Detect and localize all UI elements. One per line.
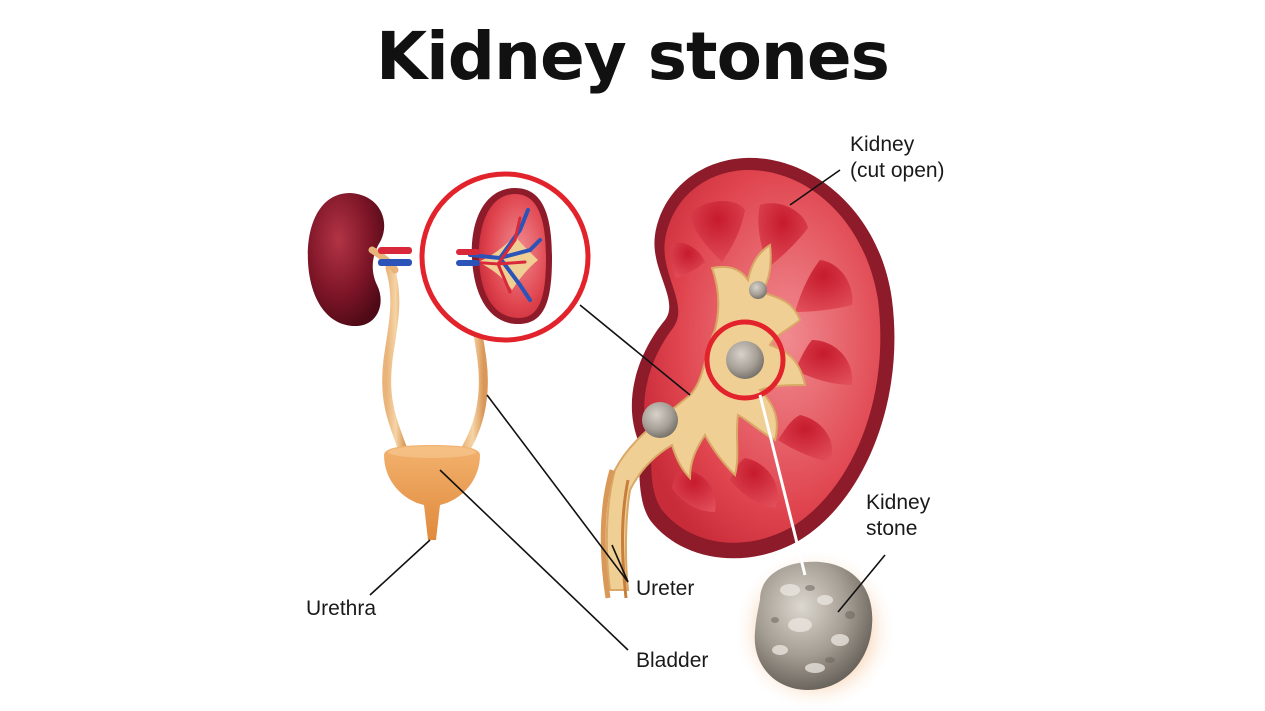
leader-small-to-big [579,304,691,396]
leader-stone [837,554,886,613]
label-urethra: Urethra [306,597,377,620]
label-kidney-cut-open: Kidney (cut open) [850,132,945,185]
label-kidney-line1: Kidney [850,133,915,156]
stone-highlighted [726,341,764,379]
leader-urethra [369,539,431,596]
renal-vein [378,259,412,266]
leader-ureter-right [611,544,629,583]
label-kidney-stone: Kidney stone [866,490,930,543]
leader-bladder [439,469,629,651]
label-stone-line1: Kidney [866,491,931,514]
stone-small-top [749,281,767,299]
zoom-connector [758,394,807,576]
label-stone-line2: stone [866,517,918,541]
cut-open-kidney [600,157,895,599]
page-title: Kidney stones [376,18,890,95]
small-cutaway-kidney [419,171,591,343]
renal-pyramids [671,200,853,512]
label-kidney-line2: (cut open) [850,159,945,183]
highlight-ring-stone [704,319,786,401]
renal-artery [378,247,412,254]
bladder [384,445,480,540]
whole-kidney [307,193,385,327]
stone-medium-left [642,402,678,438]
urinary-system [307,193,488,540]
left-ureter [382,263,410,460]
leader-kidney [789,169,841,206]
leader-lines [369,169,886,651]
label-ureter: Ureter [636,577,695,600]
kidney-stone-closeup [733,548,897,711]
label-bladder: Bladder [636,649,709,672]
leader-ureter-left [486,394,629,583]
